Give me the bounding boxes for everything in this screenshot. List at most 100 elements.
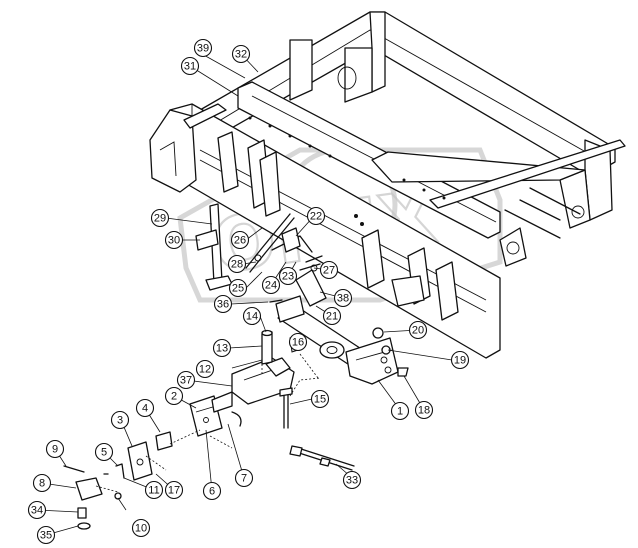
- callout-circle: [164, 230, 184, 250]
- callout-3: 3: [110, 410, 130, 430]
- callout-circle: [202, 481, 222, 501]
- callout-36: 36: [213, 294, 233, 314]
- callout-13: 13: [212, 338, 232, 358]
- callout-circle: [278, 266, 298, 286]
- callout-number: 28: [231, 259, 243, 271]
- callout-17: 17: [164, 480, 184, 500]
- callout-number: 13: [216, 343, 228, 355]
- callout-circle: [94, 442, 114, 462]
- callout-number: 5: [101, 447, 107, 459]
- callout-number: 22: [310, 211, 322, 223]
- callout-circle: [164, 386, 184, 406]
- callout-number: 24: [265, 280, 277, 292]
- assembly-lines: [95, 353, 321, 493]
- callout-circle: [212, 338, 232, 358]
- callout-24: 24: [261, 275, 281, 295]
- callout-14: 14: [242, 306, 262, 326]
- callout-number: 31: [184, 61, 196, 73]
- callout-number: 9: [52, 444, 58, 456]
- callout-circle: [213, 294, 233, 314]
- callout-number: 10: [135, 523, 147, 535]
- callout-circle: [234, 468, 254, 488]
- callout-circle: [45, 439, 65, 459]
- callout-circle: [231, 44, 251, 64]
- callout-26: 26: [230, 230, 250, 250]
- callout-37: 37: [176, 370, 196, 390]
- callout-number: 1: [397, 406, 403, 418]
- callout-10: 10: [131, 518, 151, 538]
- callout-circle: [414, 400, 434, 420]
- callout-4: 4: [135, 398, 155, 418]
- callout-39: 39: [193, 38, 213, 58]
- callout-number: 18: [418, 405, 430, 417]
- callout-number: 38: [337, 293, 349, 305]
- callout-circle: [195, 359, 215, 379]
- callout-number: 25: [232, 283, 244, 295]
- brake-linkage: [245, 213, 327, 307]
- callout-number: 37: [180, 375, 192, 387]
- callout-number: 23: [282, 271, 294, 283]
- callout-number: 36: [217, 299, 229, 311]
- callout-circle: [310, 389, 330, 409]
- callout-2: 2: [164, 386, 184, 406]
- callout-circle: [408, 320, 428, 340]
- callout-20: 20: [408, 320, 428, 340]
- callout-16: 16: [288, 332, 308, 352]
- callout-number: 12: [199, 364, 211, 376]
- callout-8: 8: [32, 473, 52, 493]
- callout-1: 1: [390, 401, 410, 421]
- callout-circle: [27, 500, 47, 520]
- callout-29: 29: [150, 208, 170, 228]
- callout-number: 8: [39, 478, 45, 490]
- callout-31: 31: [180, 56, 200, 76]
- callout-number: 39: [197, 43, 209, 55]
- callout-number: 30: [168, 235, 180, 247]
- callout-22: 22: [306, 206, 326, 226]
- callout-number: 7: [241, 473, 247, 485]
- callout-34: 34: [27, 500, 47, 520]
- callout-19: 19: [450, 350, 470, 370]
- callout-number: 19: [454, 355, 466, 367]
- callout-circle: [176, 370, 196, 390]
- callout-circle: [306, 206, 326, 226]
- callout-circle: [450, 350, 470, 370]
- callout-circle: [131, 518, 151, 538]
- callout-35: 35: [36, 525, 56, 545]
- callout-number: 11: [148, 485, 159, 497]
- callout-5: 5: [94, 442, 114, 462]
- jack-stand: [195, 203, 233, 291]
- callout-number: 35: [40, 530, 52, 542]
- callout-circle: [36, 525, 56, 545]
- callout-number: 27: [323, 265, 335, 277]
- callout-labels: 1234567891011121314151617181920212223242…: [27, 38, 470, 545]
- callout-number: 2: [171, 391, 177, 403]
- callout-number: 6: [209, 486, 215, 498]
- callout-number: 3: [117, 415, 123, 427]
- callout-circle: [164, 480, 184, 500]
- callout-number: 16: [292, 337, 304, 349]
- callout-30: 30: [164, 230, 184, 250]
- callout-number: 32: [235, 49, 247, 61]
- callout-circle: [228, 278, 248, 298]
- callout-circle: [110, 410, 130, 430]
- callout-21: 21: [322, 306, 342, 326]
- beam-brackets: [217, 131, 459, 321]
- callout-7: 7: [234, 468, 254, 488]
- callout-number: 33: [346, 475, 358, 487]
- callout-15: 15: [310, 389, 330, 409]
- callout-circle: [390, 401, 410, 421]
- callout-circle: [32, 473, 52, 493]
- callout-number: 20: [412, 325, 424, 337]
- callout-number: 26: [234, 235, 246, 247]
- callout-6: 6: [202, 481, 222, 501]
- callout-32: 32: [231, 44, 251, 64]
- callout-25: 25: [228, 278, 248, 298]
- callout-38: 38: [333, 288, 353, 308]
- callout-circle: [144, 480, 164, 500]
- callout-circle: [322, 306, 342, 326]
- callout-28: 28: [227, 254, 247, 274]
- callout-circle: [333, 288, 353, 308]
- callout-circle: [150, 208, 170, 228]
- callout-number: 21: [326, 311, 338, 323]
